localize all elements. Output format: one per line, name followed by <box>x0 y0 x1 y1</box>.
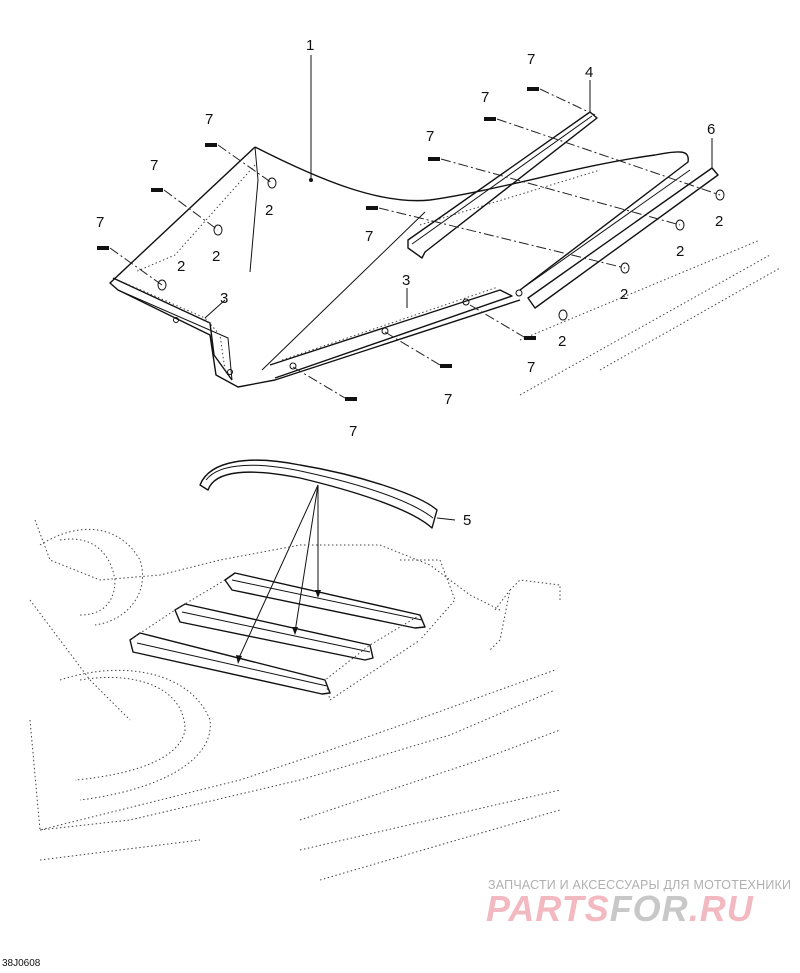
watermark-logo-left: PARTS <box>486 888 610 929</box>
vehicle-outline <box>29 519 561 881</box>
leader-lines <box>204 55 713 319</box>
callout-3: 3 <box>220 290 228 307</box>
callout-7: 7 <box>365 228 373 245</box>
screw <box>205 143 273 184</box>
callout-2: 2 <box>715 213 723 230</box>
callout-7: 7 <box>527 359 535 376</box>
callout-7: 7 <box>481 89 489 106</box>
callout-labels: 1 4 6 5 3 3 7 7 7 7 7 7 7 7 7 7 2 2 2 2 … <box>96 37 723 529</box>
callout-2: 2 <box>620 286 628 303</box>
callout-7: 7 <box>527 51 535 68</box>
screw <box>527 87 596 116</box>
callout-5: 5 <box>463 512 471 529</box>
bracket-part-4 <box>407 111 598 259</box>
screw <box>428 157 681 226</box>
callout-7: 7 <box>205 111 213 128</box>
callout-2: 2 <box>177 258 185 275</box>
screw <box>292 366 357 401</box>
callout-7: 7 <box>444 391 452 408</box>
callout-6: 6 <box>707 121 715 138</box>
callout-7: 7 <box>96 214 104 231</box>
screw <box>384 331 452 368</box>
watermark-tagline: ЗАПЧАСТИ И АКСЕССУАРЫ ДЛЯ МОТОТЕХНИКИ <box>488 878 792 892</box>
weatherstrip-part-5 <box>199 459 456 664</box>
screw <box>97 246 163 286</box>
screw <box>366 206 626 269</box>
screw <box>484 117 721 196</box>
screws-part-7 <box>97 87 721 401</box>
callout-4: 4 <box>585 64 593 81</box>
callout-2: 2 <box>676 243 684 260</box>
hull-outline <box>519 239 781 396</box>
callout-2: 2 <box>265 202 273 219</box>
callout-3: 3 <box>402 272 410 289</box>
callout-7: 7 <box>349 423 357 440</box>
screw <box>469 304 536 340</box>
seat-strips <box>129 572 426 701</box>
watermark-logo-right: .RU <box>688 888 754 929</box>
trim-right-part-3 <box>269 286 523 379</box>
windshield-part-1 <box>109 146 689 388</box>
callout-2: 2 <box>558 333 566 350</box>
callout-1: 1 <box>306 37 314 54</box>
trim-left-part-3 <box>112 277 233 381</box>
watermark-logo: PARTSFOR.RU <box>486 888 754 930</box>
drawing-code: 38J0608 <box>2 958 41 969</box>
callout-7: 7 <box>426 128 434 145</box>
callout-2: 2 <box>212 248 220 265</box>
washers-part-2 <box>157 177 725 321</box>
screw <box>151 188 219 231</box>
bracket-part-6 <box>519 167 719 309</box>
watermark-logo-mid: FOR <box>609 888 689 929</box>
callout-7: 7 <box>150 157 158 174</box>
